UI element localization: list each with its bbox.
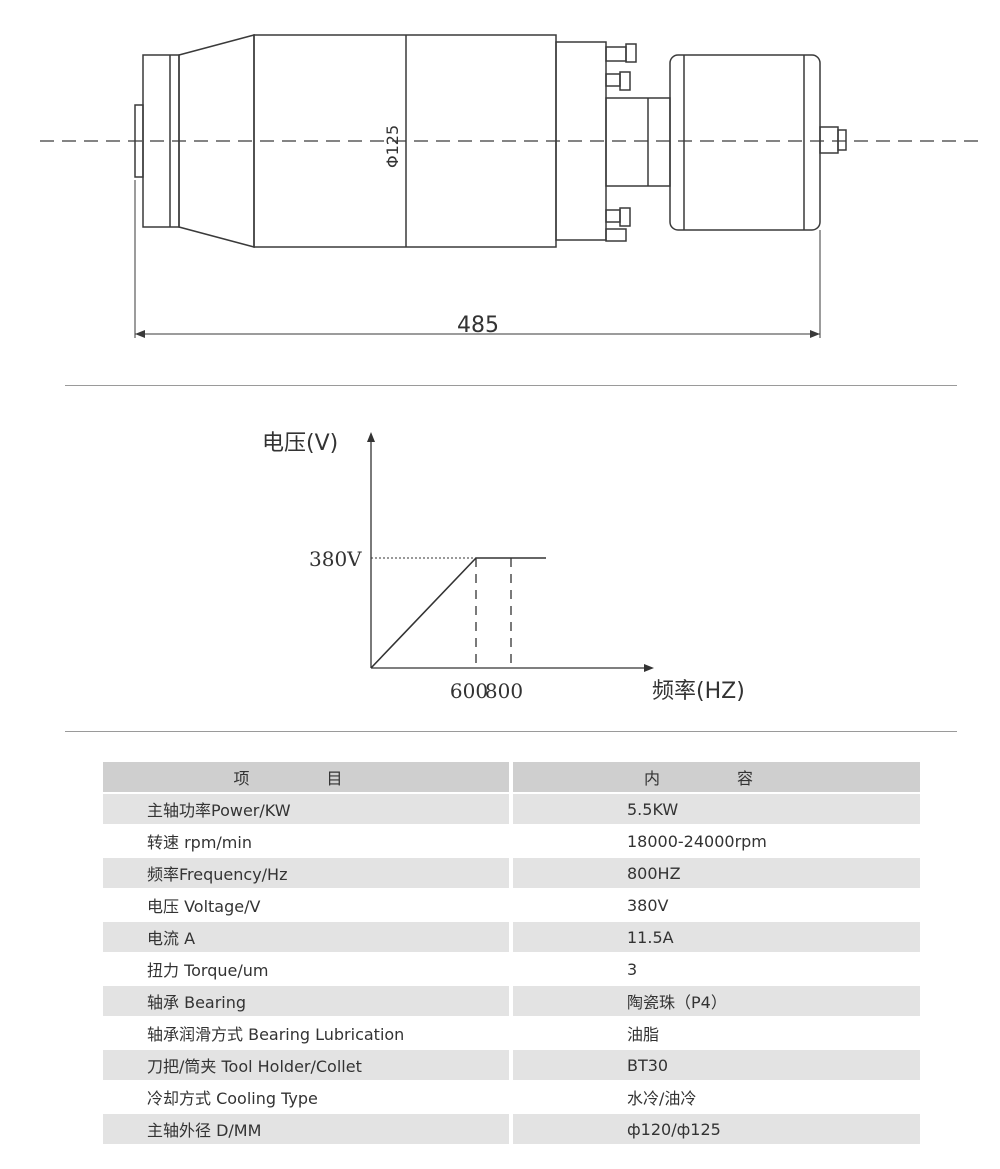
separator-top bbox=[65, 385, 957, 386]
connector bbox=[819, 126, 839, 154]
motor-housing bbox=[669, 54, 821, 231]
y-axis-label: 电压(V) bbox=[262, 431, 338, 456]
spec-value: 油脂 bbox=[513, 1017, 920, 1050]
y-axis-arrow bbox=[367, 432, 375, 442]
spec-item: 频率Frequency/Hz bbox=[103, 857, 509, 890]
spec-value: BT30 bbox=[513, 1049, 920, 1082]
length-label: 485 bbox=[457, 313, 499, 338]
table-header-row: 项 目 内 容 bbox=[103, 762, 920, 794]
separator-bottom bbox=[65, 731, 957, 732]
x-axis-label: 频率(HZ) bbox=[652, 679, 745, 704]
spec-value: 11.5A bbox=[513, 921, 920, 954]
header-item: 项 目 bbox=[103, 762, 509, 794]
diameter-label: Φ125 bbox=[383, 125, 402, 168]
spec-item: 冷却方式 Cooling Type bbox=[103, 1081, 509, 1114]
spec-item: 电压 Voltage/V bbox=[103, 889, 509, 922]
spec-value: 3 bbox=[513, 953, 920, 986]
x-tick-label-1: 800 bbox=[485, 679, 523, 703]
spec-item: 轴承 Bearing bbox=[103, 985, 509, 1018]
header-content: 内 容 bbox=[513, 762, 920, 794]
spec-value: 水冷/油冷 bbox=[513, 1081, 920, 1114]
spec-item: 电流 A bbox=[103, 921, 509, 954]
spec-item: 主轴外径 D/MM bbox=[103, 1113, 509, 1146]
spec-value: 5.5KW bbox=[513, 793, 920, 826]
spindle-drawing: Φ125 485 bbox=[40, 34, 985, 338]
spec-item: 主轴功率Power/KW bbox=[103, 793, 509, 826]
spec-item: 轴承润滑方式 Bearing Lubrication bbox=[103, 1017, 509, 1050]
spec-value: 陶瓷珠（P4） bbox=[513, 985, 920, 1018]
spec-value: ф120/ф125 bbox=[513, 1113, 920, 1146]
spec-value: 380V bbox=[513, 889, 920, 922]
spec-item: 扭力 Torque/um bbox=[103, 953, 509, 986]
spec-item: 刀把/筒夹 Tool Holder/Collet bbox=[103, 1049, 509, 1082]
x-axis-arrow bbox=[644, 664, 654, 672]
coupling bbox=[605, 97, 671, 187]
spec-value: 800HZ bbox=[513, 857, 920, 890]
spec-item: 转速 rpm/min bbox=[103, 825, 509, 858]
series-line bbox=[370, 557, 546, 669]
y-tick-label: 380V bbox=[309, 547, 362, 571]
spec-value: 18000-24000rpm bbox=[513, 825, 920, 858]
x-tick-label-0: 600 bbox=[450, 679, 488, 703]
